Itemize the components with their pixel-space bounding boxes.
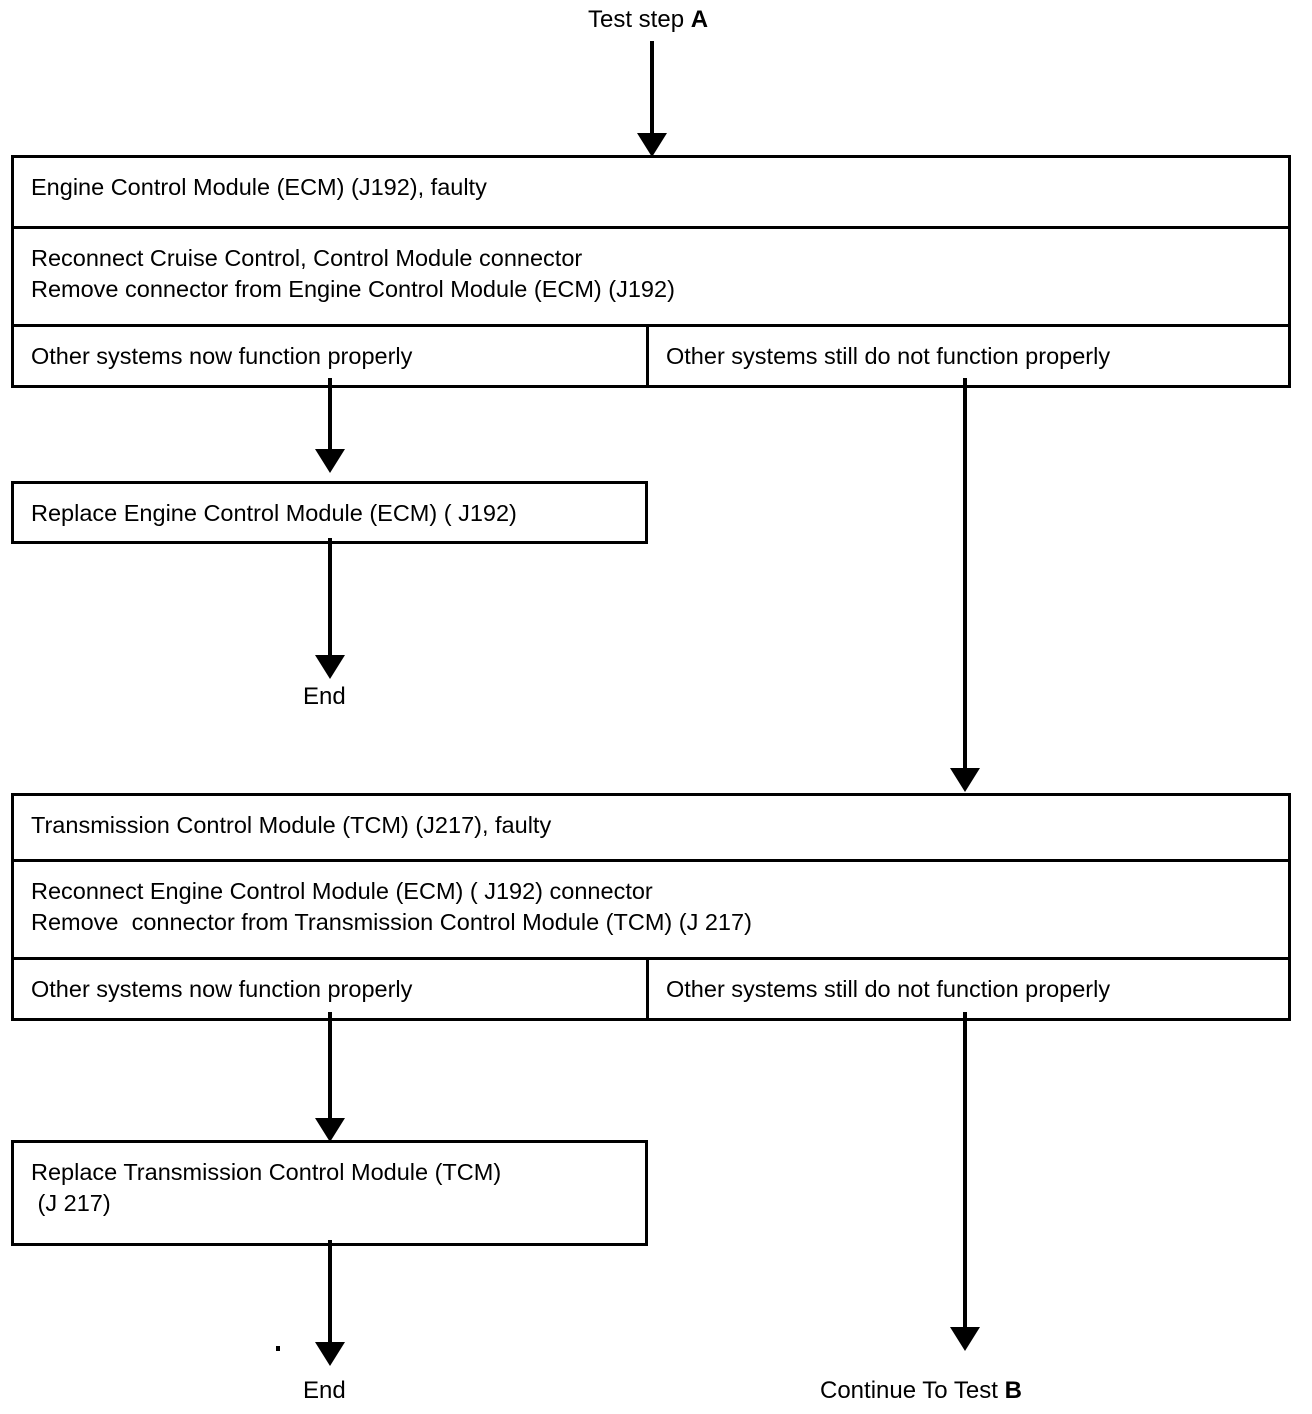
block-replace-ecm: Replace Engine Control Module (ECM) ( J1… [11, 481, 648, 544]
arrowhead-tcm-no [950, 1327, 980, 1351]
tcm-outcome-right-text: Other systems still do not function prop… [666, 976, 1111, 1002]
replace-tcm-cell: Replace Transmission Control Module (TCM… [14, 1143, 645, 1243]
tcm-instruction-line-1: Reconnect Engine Control Module (ECM) ( … [31, 878, 653, 904]
ecm-instruction-line-2: Remove connector from Engine Control Mod… [31, 276, 675, 302]
tcm-header-text: Transmission Control Module (TCM) (J217)… [31, 812, 552, 838]
test-step-a-prefix: Test step [588, 6, 691, 33]
continue-to-test-b-prefix: Continue To Test [820, 1377, 1005, 1404]
block-replace-tcm: Replace Transmission Control Module (TCM… [11, 1140, 648, 1246]
replace-ecm-text: Replace Engine Control Module (ECM) ( J1… [31, 500, 517, 526]
ecm-header-text: Engine Control Module (ECM) (J192), faul… [31, 174, 487, 200]
arrowhead-replace-tcm-to-end [315, 1342, 345, 1366]
test-step-a-letter: A [690, 6, 709, 33]
tcm-outcome-row: Other systems now function properly Othe… [14, 957, 1288, 1018]
scan-speck [276, 1346, 280, 1351]
ecm-header-cell: Engine Control Module (ECM) (J192), faul… [14, 158, 1288, 226]
arrowhead-ecm-no [950, 768, 980, 792]
ecm-outcome-left-cell: Other systems now function properly [14, 327, 649, 385]
continue-to-test-b-label: Continue To Test B [820, 1377, 1022, 1405]
ecm-outcome-left-text: Other systems now function properly [31, 343, 413, 369]
tcm-outcome-right-cell: Other systems still do not function prop… [649, 960, 1288, 1018]
tcm-instruction-cell: Reconnect Engine Control Module (ECM) ( … [14, 862, 1288, 957]
tcm-outcome-left-text: Other systems now function properly [31, 976, 413, 1002]
tcm-header-row: Transmission Control Module (TCM) (J217)… [14, 796, 1288, 859]
connector-tcm-yes [328, 1012, 332, 1124]
ecm-header-row: Engine Control Module (ECM) (J192), faul… [14, 158, 1288, 226]
tcm-instruction-row: Reconnect Engine Control Module (ECM) ( … [14, 859, 1288, 957]
connector-replace-tcm-to-end [328, 1240, 332, 1346]
block-ecm: Engine Control Module (ECM) (J192), faul… [11, 155, 1291, 388]
replace-ecm-row: Replace Engine Control Module (ECM) ( J1… [14, 484, 645, 541]
ecm-instruction-row: Reconnect Cruise Control, Control Module… [14, 226, 1288, 324]
ecm-outcome-right-text: Other systems still do not function prop… [666, 343, 1111, 369]
replace-tcm-line-1: Replace Transmission Control Module (TCM… [31, 1159, 502, 1185]
tcm-header-cell: Transmission Control Module (TCM) (J217)… [14, 796, 1288, 859]
arrowhead-ecm-yes [315, 449, 345, 473]
connector-ecm-yes [328, 378, 332, 454]
ecm-outcome-right-cell: Other systems still do not function prop… [649, 327, 1288, 385]
ecm-outcome-row: Other systems now function properly Othe… [14, 324, 1288, 385]
block-tcm: Transmission Control Module (TCM) (J217)… [11, 793, 1291, 1021]
arrowhead-replace-ecm-to-end [315, 655, 345, 679]
continue-to-test-b-letter: B [1004, 1377, 1022, 1404]
tcm-outcome-left-cell: Other systems now function properly [14, 960, 649, 1018]
replace-tcm-line-2: (J 217) [31, 1190, 111, 1216]
ecm-instruction-line-1: Reconnect Cruise Control, Control Module… [31, 245, 583, 271]
ecm-instruction-cell: Reconnect Cruise Control, Control Module… [14, 229, 1288, 324]
connector-tcm-no [963, 1012, 967, 1332]
connector-replace-ecm-to-end [328, 538, 332, 660]
arrowhead-tcm-yes [315, 1118, 345, 1142]
connector-ecm-no [963, 378, 967, 789]
arrowhead-a-to-ecm [637, 133, 667, 157]
replace-tcm-row: Replace Transmission Control Module (TCM… [14, 1143, 645, 1243]
tcm-instruction-line-2: Remove connector from Transmission Contr… [31, 909, 752, 935]
replace-ecm-cell: Replace Engine Control Module (ECM) ( J1… [14, 484, 645, 541]
end-label-2: End [303, 1377, 346, 1404]
end-label-1: End [303, 683, 346, 710]
connector-a-to-ecm [650, 41, 654, 141]
test-step-a-label: Test step A [588, 6, 708, 34]
